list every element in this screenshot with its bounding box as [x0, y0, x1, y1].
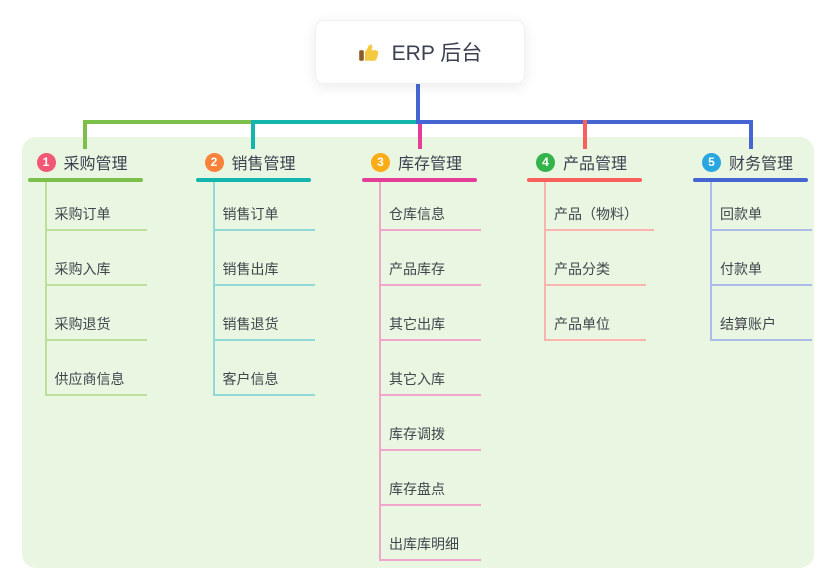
- bus-segment-left: [83, 120, 255, 124]
- branch-node-3[interactable]: 3 库存管理: [362, 150, 477, 174]
- child-connector-line: [379, 182, 381, 561]
- branch-drop-line-3: [417, 124, 422, 149]
- child-node[interactable]: 其它出库: [379, 315, 481, 341]
- branch-underline: [527, 178, 642, 182]
- child-node[interactable]: 其它入库: [379, 370, 481, 396]
- branch-node-2[interactable]: 2 销售管理: [196, 150, 311, 174]
- child-node[interactable]: 销售出库: [212, 260, 315, 286]
- branches-panel: [22, 137, 814, 568]
- child-node[interactable]: 采购订单: [44, 205, 147, 231]
- branch-node-5[interactable]: 5 财务管理: [693, 150, 808, 174]
- child-node[interactable]: 销售退货: [212, 315, 315, 341]
- branch-number-badge: 2: [204, 152, 224, 172]
- child-connector-line: [544, 182, 546, 341]
- branch-drop-line-1: [83, 120, 87, 149]
- child-node[interactable]: 产品库存: [379, 260, 481, 286]
- child-connector-line: [212, 182, 215, 396]
- branch-label: 库存管理: [398, 156, 463, 173]
- child-node[interactable]: 产品（物料）: [544, 205, 654, 231]
- branch-drop-line-5: [748, 120, 753, 149]
- branch-node-1[interactable]: 1 采购管理: [28, 150, 143, 174]
- child-node[interactable]: 产品单位: [544, 315, 646, 341]
- child-connector-line: [44, 182, 47, 396]
- branch-label: 销售管理: [231, 156, 296, 173]
- branch-label: 采购管理: [63, 156, 128, 173]
- child-node[interactable]: 出库库明细: [379, 535, 481, 561]
- branch-number-badge: 4: [536, 152, 555, 172]
- child-node[interactable]: 采购退货: [44, 315, 147, 341]
- root-connector-line: [415, 82, 420, 124]
- child-node[interactable]: 回款单: [710, 205, 812, 231]
- child-node[interactable]: 付款单: [710, 260, 812, 286]
- branch-node-4[interactable]: 4 产品管理: [527, 150, 642, 174]
- child-node[interactable]: 客户信息: [212, 370, 315, 396]
- thumbs-up-icon: [358, 40, 382, 64]
- root-label: ERP 后台: [391, 42, 483, 65]
- child-node[interactable]: 采购入库: [44, 260, 147, 286]
- branch-underline: [27, 178, 143, 182]
- child-connector-line: [710, 182, 712, 341]
- branch-number-badge: 5: [702, 152, 721, 172]
- child-node[interactable]: 库存盘点: [379, 480, 481, 506]
- branch-drop-line-4: [582, 120, 587, 149]
- branch-number-badge: 1: [36, 152, 56, 172]
- branch-underline: [362, 178, 477, 182]
- child-node[interactable]: 产品分类: [544, 260, 646, 286]
- branch-number-badge: 3: [371, 152, 390, 172]
- child-node[interactable]: 供应商信息: [44, 370, 147, 396]
- branch-label: 产品管理: [563, 156, 628, 173]
- child-node[interactable]: 销售订单: [212, 205, 315, 231]
- branch-label: 财务管理: [729, 156, 794, 173]
- branch-drop-line-2: [251, 120, 255, 149]
- root-node[interactable]: ERP 后台: [315, 20, 525, 84]
- bus-segment-middle: [251, 120, 420, 124]
- child-node[interactable]: 库存调拨: [379, 425, 481, 451]
- child-node[interactable]: 仓库信息: [379, 205, 481, 231]
- child-node[interactable]: 结算账户: [710, 315, 812, 341]
- branch-underline: [195, 178, 311, 182]
- branch-underline: [693, 178, 808, 182]
